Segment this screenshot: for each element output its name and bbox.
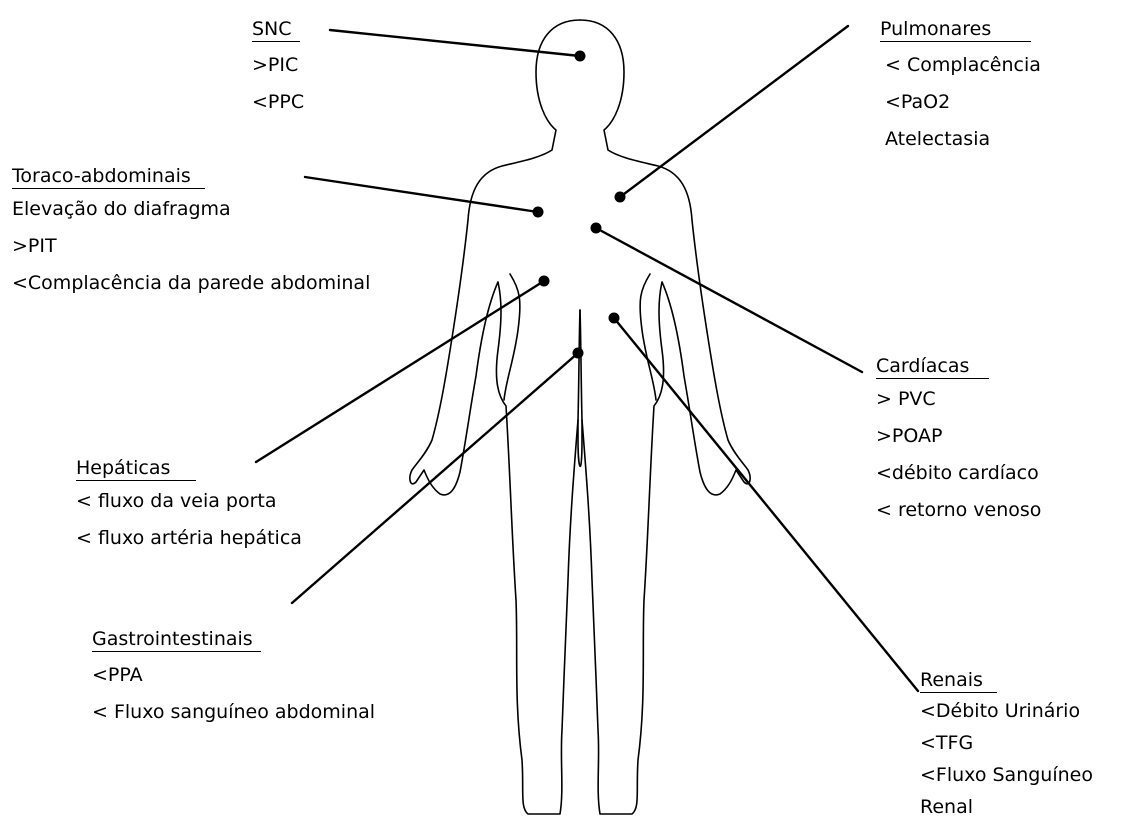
organ-dot-gastro	[573, 348, 584, 359]
group-title-pulmonares: Pulmonares	[880, 17, 1031, 42]
group-item-snc-2: <PPC	[252, 84, 304, 121]
group-item-pulmonares-1: < Complacência	[880, 47, 1041, 84]
group-item-hepaticas-2: < fluxo artéria hepática	[76, 520, 302, 557]
group-title-gastrointestinais: Gastrointestinais	[92, 627, 261, 652]
leader-line-gastro	[292, 353, 578, 603]
body-outline-left	[410, 20, 580, 814]
leader-line-renais	[614, 318, 918, 691]
organ-dot-toraco	[533, 207, 544, 218]
label-group-hepaticas: Hepáticas < fluxo da veia porta < fluxo …	[76, 456, 302, 557]
group-item-gastro-2: < Fluxo sanguíneo abdominal	[92, 694, 375, 731]
group-item-snc-1: >PIC	[252, 47, 304, 84]
group-item-cardiacas-2: >POAP	[876, 418, 1041, 455]
organ-dot-hepaticas	[539, 276, 550, 287]
label-group-cardiacas: Cardíacas > PVC >POAP <débito cardíaco <…	[876, 354, 1041, 529]
body-outline-right	[580, 20, 750, 814]
group-title-toraco-abdominais: Toraco-abdominais	[12, 164, 205, 189]
group-item-gastro-1: <PPA	[92, 657, 375, 694]
group-item-toraco-2: >PIT	[12, 228, 370, 265]
arm-inner-right	[640, 274, 656, 400]
organ-dot-snc	[575, 51, 586, 62]
group-item-toraco-3: <Complacência da parede abdominal	[12, 265, 370, 302]
leader-line-pulmonares	[620, 26, 848, 197]
leader-line-cardiacas	[596, 228, 862, 372]
group-item-cardiacas-4: < retorno venoso	[876, 492, 1041, 529]
label-group-toraco-abdominais: Toraco-abdominais Elevação do diafragma …	[12, 164, 370, 302]
group-item-hepaticas-1: < fluxo da veia porta	[76, 483, 302, 520]
group-item-renais-4: Renal	[920, 791, 1093, 823]
group-item-pulmonares-2: <PaO2	[880, 84, 1041, 121]
group-item-cardiacas-1: > PVC	[876, 381, 1041, 418]
label-group-gastrointestinais: Gastrointestinais <PPA < Fluxo sanguíneo…	[92, 627, 375, 731]
leader-line-hepaticas	[256, 281, 544, 462]
group-title-snc: SNC	[252, 17, 300, 42]
group-item-renais-1: <Débito Urinário	[920, 695, 1093, 727]
label-group-snc: SNC >PIC <PPC	[252, 17, 304, 121]
arm-inner-left	[504, 274, 520, 400]
group-item-renais-3: <Fluxo Sanguíneo	[920, 759, 1093, 791]
group-item-pulmonares-3: Atelectasia	[880, 121, 1041, 158]
group-title-hepaticas: Hepáticas	[76, 456, 196, 481]
organ-dot-cardiacas	[591, 223, 602, 234]
group-item-cardiacas-3: <débito cardíaco	[876, 455, 1041, 492]
group-title-cardiacas: Cardíacas	[876, 354, 989, 379]
organ-dot-pulmonares	[615, 192, 626, 203]
group-title-renais: Renais	[920, 668, 997, 693]
label-group-pulmonares: Pulmonares < Complacência <PaO2 Atelecta…	[880, 17, 1041, 158]
group-item-toraco-1: Elevação do diafragma	[12, 191, 370, 228]
organ-dot-renais	[609, 313, 620, 324]
leg-divider	[578, 420, 582, 466]
group-item-renais-2: <TFG	[920, 727, 1093, 759]
label-group-renais: Renais <Débito Urinário <TFG <Fluxo Sang…	[920, 668, 1093, 823]
